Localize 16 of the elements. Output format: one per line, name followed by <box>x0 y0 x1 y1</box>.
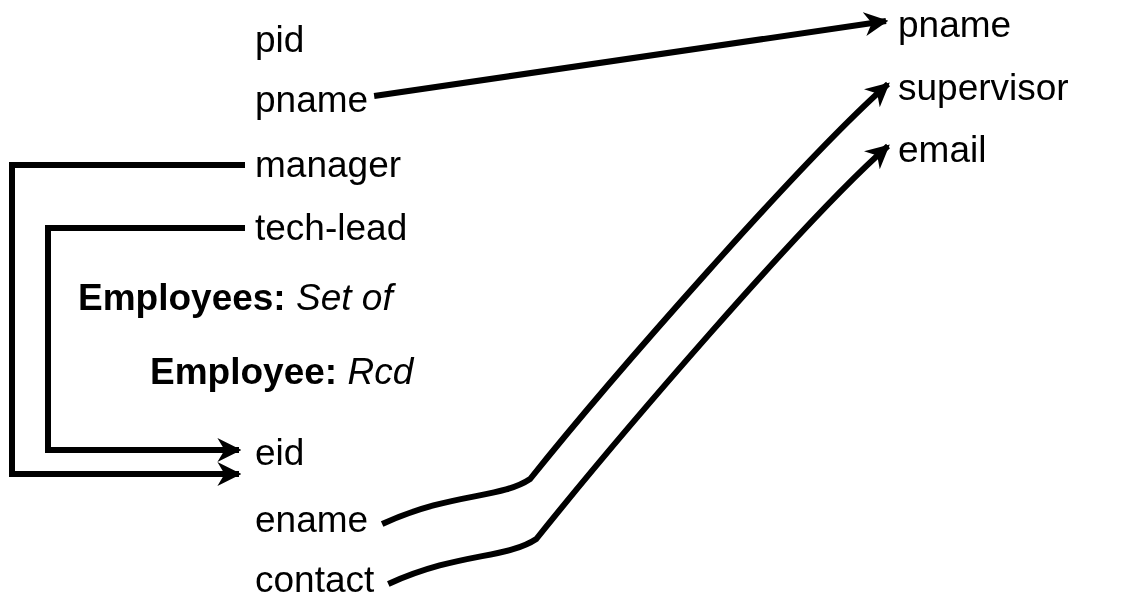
field-label: ename <box>255 498 369 542</box>
field-label: pid <box>255 18 305 62</box>
field-label: tech-lead <box>255 206 408 250</box>
field-label: pname <box>255 78 369 122</box>
field-label: contact <box>255 558 375 602</box>
field-label: email <box>898 128 987 172</box>
type-label: Employee: Rcd <box>150 350 414 394</box>
arrow <box>387 143 891 587</box>
field-label: pname <box>898 3 1012 47</box>
field-label: eid <box>255 431 305 475</box>
arrow <box>373 12 889 99</box>
arrow <box>9 162 245 486</box>
arrow <box>380 81 891 527</box>
field-label: supervisor <box>898 66 1069 110</box>
field-label: manager <box>255 143 402 187</box>
arrow <box>45 225 245 462</box>
